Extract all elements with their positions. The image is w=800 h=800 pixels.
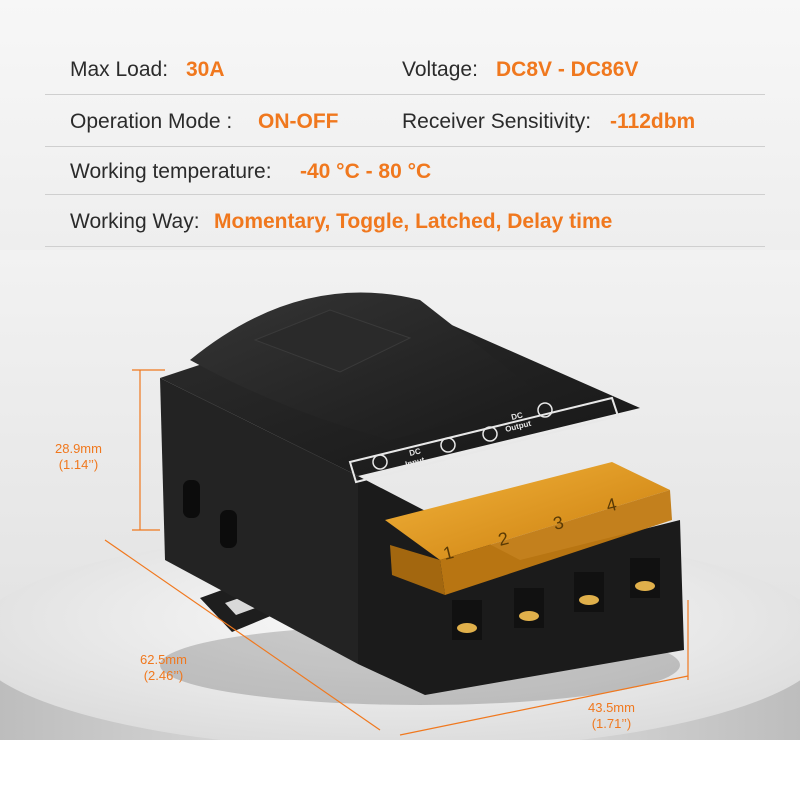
divider: [45, 94, 765, 95]
working-temperature-value: -40 °C - 80 °C: [300, 160, 432, 183]
max-load-value: 30A: [186, 58, 225, 81]
spec-row-max-load: Max Load: 30A Voltage: DC8V - DC86V: [0, 50, 800, 90]
input-dc-text: DC: [408, 446, 422, 458]
output-dc-text: DC: [510, 410, 524, 422]
height-mm: 28.9mm: [55, 441, 102, 456]
dimension-lines: [104, 369, 689, 736]
voltage-value: DC8V - DC86V: [496, 58, 639, 81]
terminal-screws: [452, 558, 660, 640]
length-dimension: 62.5mm (2.46’’): [140, 652, 187, 684]
width-dimension: 43.5mm (1.71’’): [588, 700, 635, 732]
working-way-label: Working Way:: [70, 210, 200, 233]
working-way-value: Momentary, Toggle, Latched, Delay time: [214, 210, 613, 233]
spec-panel: Max Load: 30A Voltage: DC8V - DC86V Oper…: [0, 0, 800, 250]
voltage-label: Voltage:: [402, 58, 478, 81]
working-temperature-label: Working temperature:: [70, 160, 272, 183]
spec-row-operation-mode: Operation Mode : ON-OFF Receiver Sensiti…: [0, 102, 800, 142]
spec-row-working-temperature: Working temperature: -40 °C - 80 °C: [0, 152, 800, 192]
terminal-label-panel: DC Input DC Output: [348, 396, 620, 484]
terminal-block: 1 2 3 4: [385, 462, 672, 640]
divider: [45, 246, 765, 247]
max-load-label: Max Load:: [70, 58, 169, 81]
length-mm: 62.5mm: [140, 652, 187, 667]
length-inch: (2.46’’): [143, 668, 184, 683]
side-port: [183, 480, 200, 518]
height-dimension: 28.9mm (1.14’’): [55, 441, 102, 473]
terminal-number: 3: [551, 512, 566, 534]
spec-row-working-way: Working Way: Momentary, Toggle, Latched,…: [0, 202, 800, 242]
side-port: [220, 510, 237, 548]
operation-mode-value: ON-OFF: [258, 110, 339, 133]
receiver-sensitivity-value: -112dbm: [610, 110, 696, 133]
terminal-number: 1: [441, 542, 456, 564]
width-mm: 43.5mm: [588, 700, 635, 715]
terminal-number: 2: [496, 528, 511, 550]
divider: [45, 146, 765, 147]
terminal-number: 4: [604, 494, 619, 516]
operation-mode-label: Operation Mode :: [70, 110, 233, 133]
top-cap: [190, 292, 535, 440]
height-inch: (1.14’’): [58, 457, 99, 472]
width-inch: (1.71’’): [591, 716, 632, 731]
divider: [45, 194, 765, 195]
product-photo: DC Input DC Output 1 2 3 4: [0, 250, 800, 800]
receiver-sensitivity-label: Receiver Sensitivity:: [402, 110, 592, 133]
relay-device: DC Input DC Output 1 2 3 4: [160, 292, 684, 705]
